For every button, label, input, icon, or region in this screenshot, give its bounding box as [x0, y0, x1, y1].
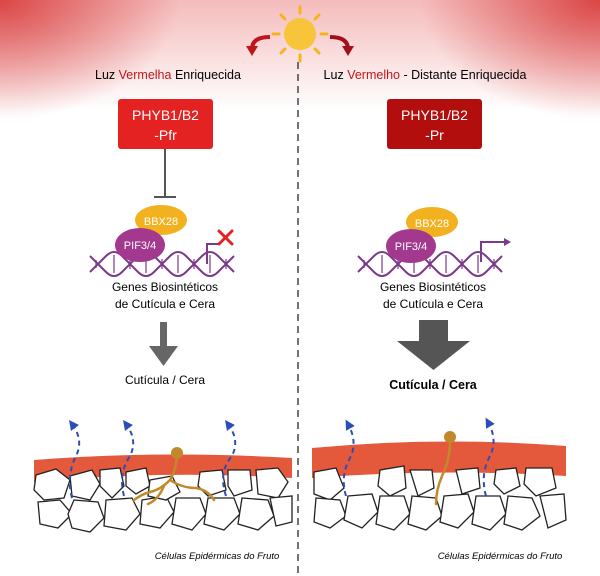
- right-panel: PHYB1/B2 -Pr BBX28 PIF3/4 Genes Biosinté…: [312, 99, 567, 562]
- bbx28-label: BBX28: [144, 216, 178, 228]
- bbx28-protein: [135, 205, 187, 235]
- stomata-root-node: [444, 431, 456, 443]
- phyb-pr-box: [387, 99, 482, 149]
- genes-label-line2: de Cutícula e Cera: [115, 297, 215, 311]
- down-arrow-head: [149, 346, 178, 366]
- tissue-caption: Células Epidérmicas do Fruto: [438, 551, 563, 562]
- left-panel: PHYB1/B2 -Pfr BBX28 PIF3/4 Genes Biosint: [33, 99, 293, 562]
- down-arrow-head-large: [397, 341, 470, 370]
- phyb-pfr-box: [118, 99, 213, 149]
- right-condition-label: Luz Vermelho - Distante Enriquecida: [324, 68, 527, 82]
- transcription-start-blocked: [206, 243, 218, 264]
- pif34-label: PIF3/4: [124, 240, 156, 252]
- epidermis-right: [312, 417, 567, 531]
- pif34-protein: [386, 229, 436, 263]
- genes-label-line2: de Cutícula e Cera: [383, 297, 483, 311]
- genes-label-line1: Genes Biosintéticos: [112, 280, 218, 294]
- genes-label-line1: Genes Biosintéticos: [380, 280, 486, 294]
- down-arrow-shaft: [160, 322, 167, 348]
- product-label: Cutícula / Cera: [125, 373, 205, 387]
- pif34-protein: [115, 228, 165, 262]
- bbx28-protein: [406, 207, 458, 237]
- left-condition-label: Luz Vermelha Enriquecida: [95, 68, 241, 82]
- stomata-root-node: [171, 447, 183, 459]
- transcription-start-active: [480, 241, 506, 262]
- phyb-pfr-label-line1: PHYB1/B2: [132, 107, 199, 123]
- far-red-light-arrowhead: [342, 46, 354, 56]
- dna-helix-right: [357, 251, 503, 277]
- down-arrow-shaft-large: [419, 320, 448, 344]
- product-label: Cutícula / Cera: [389, 378, 478, 392]
- bbx28-label: BBX28: [415, 218, 449, 230]
- phyb-pr-label-line2: -Pr: [425, 127, 444, 143]
- epidermis-left: [33, 419, 293, 533]
- red-light-arrowhead: [246, 46, 258, 56]
- tissue-caption: Células Epidérmicas do Fruto: [155, 551, 280, 562]
- sun-icon: [271, 5, 329, 63]
- phyb-pr-label-line1: PHYB1/B2: [401, 107, 468, 123]
- phyb-pfr-label-line2: -Pfr: [154, 127, 177, 143]
- transcription-arrowhead: [504, 238, 511, 246]
- pif34-label: PIF3/4: [395, 241, 427, 253]
- dna-helix-left: [89, 251, 235, 277]
- blocked-x-icon: [217, 229, 234, 246]
